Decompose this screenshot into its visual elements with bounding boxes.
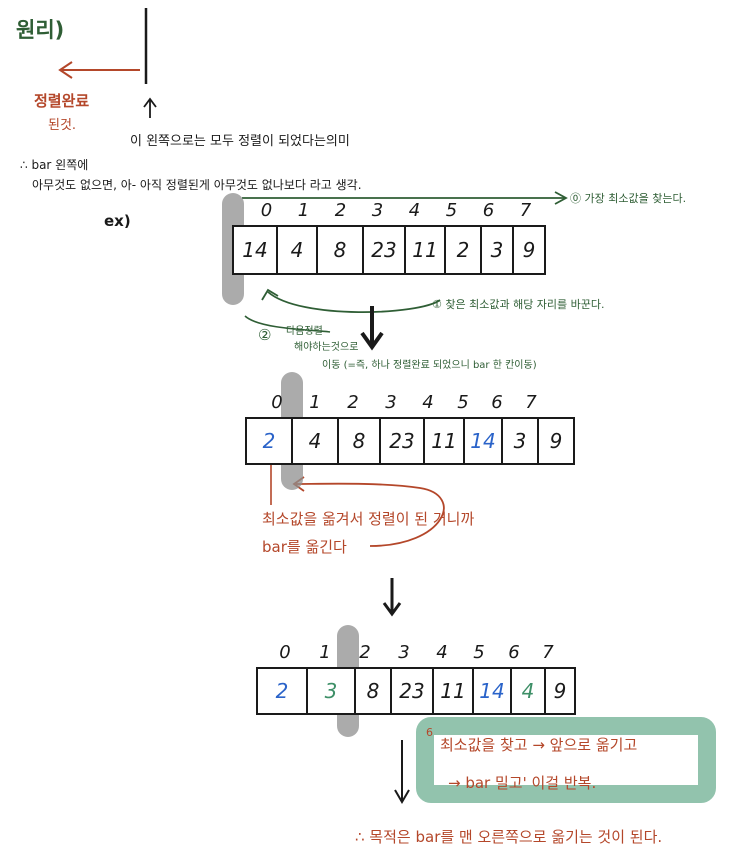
sorted-label-line1: 정렬완료 <box>34 92 90 110</box>
array-cell: 4 <box>278 227 318 273</box>
index-label: 1 <box>309 392 321 413</box>
array-1: 14 4 8 23 11 2 3 9 <box>232 225 546 275</box>
index-label: 6 <box>482 200 495 221</box>
array-cell: 23 <box>392 669 434 713</box>
array-3: 2 3 8 23 11 14 4 9 <box>256 667 576 715</box>
index-label: 4 <box>436 642 448 663</box>
conclusion: ∴ 목적은 bar를 맨 오른쪽으로 옮기는 것이 된다. <box>355 828 663 846</box>
index-label: 0 <box>279 642 291 663</box>
index-label: 5 <box>445 200 458 221</box>
array-cell: 14 <box>234 227 278 273</box>
array-cell: 9 <box>549 429 563 453</box>
array-cell: 8 <box>318 227 364 273</box>
index-label: 2 <box>347 392 359 413</box>
sorted-label-line2: 된것. <box>48 118 77 133</box>
reason-line1: ∴ bar 왼쪽에 <box>20 158 89 172</box>
index-label: 5 <box>457 392 469 413</box>
array-cell: 14 <box>474 669 512 713</box>
title: 원리) <box>16 18 65 42</box>
array-cell: 2 <box>446 227 482 273</box>
index-label: 1 <box>319 642 331 663</box>
index-label: 7 <box>525 392 537 413</box>
index-label: 7 <box>519 200 532 221</box>
array-cell: 2 <box>258 669 308 713</box>
step2-line1: 다음정렬 <box>286 326 323 337</box>
array-cell: 2 <box>247 419 293 463</box>
note-left-all-sorted: 이 왼쪽으로는 모두 정렬이 되었다는의미 <box>130 134 350 149</box>
array-cell: 9 <box>522 238 536 262</box>
index-label: 6 <box>491 392 503 413</box>
array-cell: 3 <box>503 419 539 463</box>
index-label: 6 <box>508 642 520 663</box>
array-cell: 11 <box>434 669 474 713</box>
array-cell: 8 <box>339 419 381 463</box>
array-cell: 8 <box>356 669 392 713</box>
step2-marker: ② <box>258 326 272 344</box>
array-cell: 9 <box>553 679 567 703</box>
index-label: 4 <box>408 200 421 221</box>
index-label: 5 <box>473 642 485 663</box>
index-label: 0 <box>260 200 273 221</box>
index-label: 3 <box>385 392 397 413</box>
index-label: 0 <box>271 392 283 413</box>
explain-line1: 최소값을 옮겨서 정렬이 된 거니까 <box>262 510 475 528</box>
index-row-2: 0 1 2 3 4 5 6 7 <box>258 392 548 413</box>
step0-note: ⓪ 가장 최소값을 찾는다. <box>570 192 687 205</box>
array-cell: 3 <box>308 669 356 713</box>
loop-line1: 최소값을 찾고 → 앞으로 옮기고 <box>440 736 638 754</box>
index-label: 1 <box>297 200 310 221</box>
array-2: 2 4 8 23 11 14 3 9 <box>245 417 575 465</box>
index-label: 2 <box>334 200 347 221</box>
ex-label: ex) <box>104 212 131 230</box>
reason-line2: 아무것도 없으면, 아- 아직 정렬된게 아무것도 없나보다 라고 생각. <box>32 178 362 192</box>
array-cell: 4 <box>293 419 339 463</box>
step2-line3: 이동 (=즉, 하나 정렬완료 되었으니 bar 한 칸이동) <box>322 360 537 371</box>
array-cell: 11 <box>425 419 465 463</box>
array-cell: 3 <box>482 227 514 273</box>
array-cell: 23 <box>381 419 425 463</box>
array-cell: 11 <box>406 227 446 273</box>
index-label: 4 <box>422 392 434 413</box>
index-label: 2 <box>359 642 371 663</box>
index-label: 3 <box>371 200 384 221</box>
loop-number: 6 <box>426 726 433 739</box>
index-label: 7 <box>542 642 554 663</box>
loop-line2: → bar 밀고' 이걸 반복. <box>448 774 597 792</box>
array-cell: 23 <box>364 227 406 273</box>
step1-note: ① 찾은 최소값과 해당 자리를 바꾼다. <box>432 298 605 311</box>
explain-line2: bar를 옮긴다 <box>262 538 347 556</box>
index-row-3: 0 1 2 3 4 5 6 7 <box>265 642 565 663</box>
index-row-1: 0 1 2 3 4 5 6 7 <box>248 200 544 221</box>
array-cell: 4 <box>512 669 546 713</box>
step2-line2: 해야하는것으로 <box>294 342 359 353</box>
array-cell: 14 <box>465 419 503 463</box>
index-label: 3 <box>398 642 410 663</box>
